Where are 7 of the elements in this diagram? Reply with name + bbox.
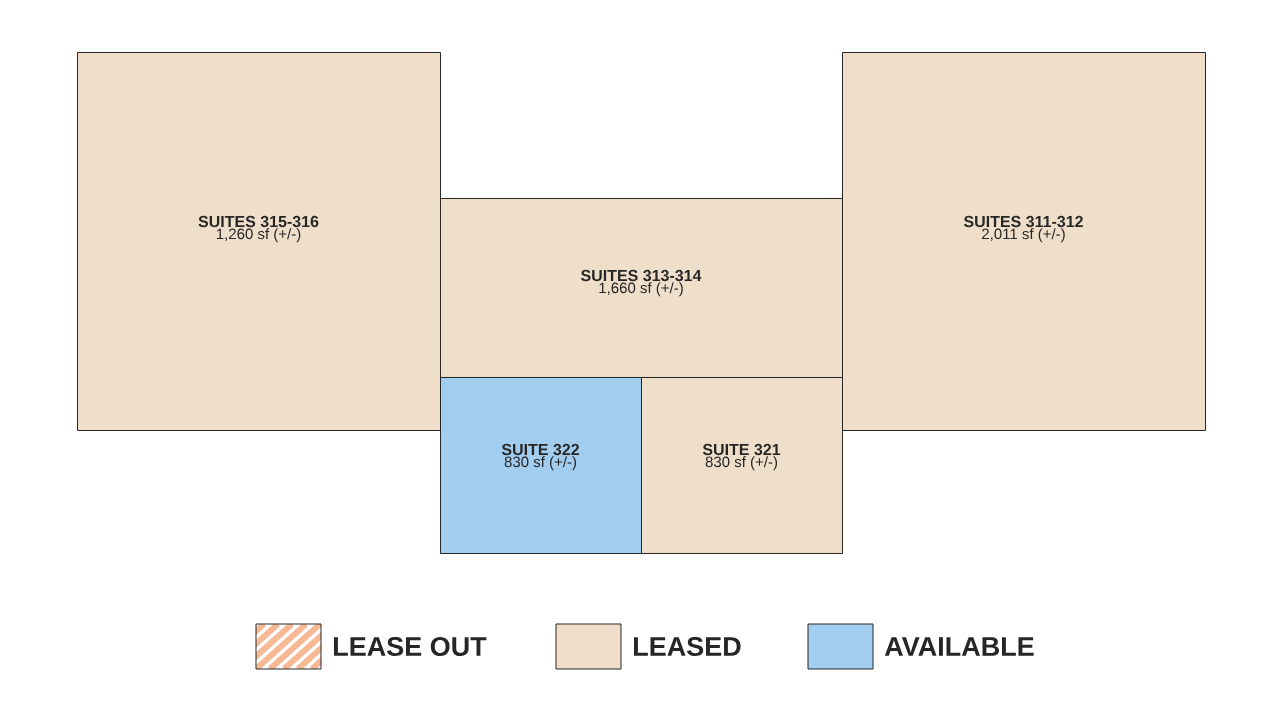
suite-box: SUITE 322 830 sf (+/-) — [440, 377, 642, 554]
suite-box: SUITE 321 830 sf (+/-) — [641, 377, 843, 554]
suite-box: SUITES 311-312 2,011 sf (+/-) — [842, 52, 1206, 431]
legend-label: LEASE OUT — [334, 636, 487, 657]
legend-label: AVAILABLE — [884, 637, 1034, 656]
legend-label: LEASED — [634, 636, 741, 657]
suite-box: SUITES 315-316 1,260 sf (+/-) — [77, 52, 441, 431]
